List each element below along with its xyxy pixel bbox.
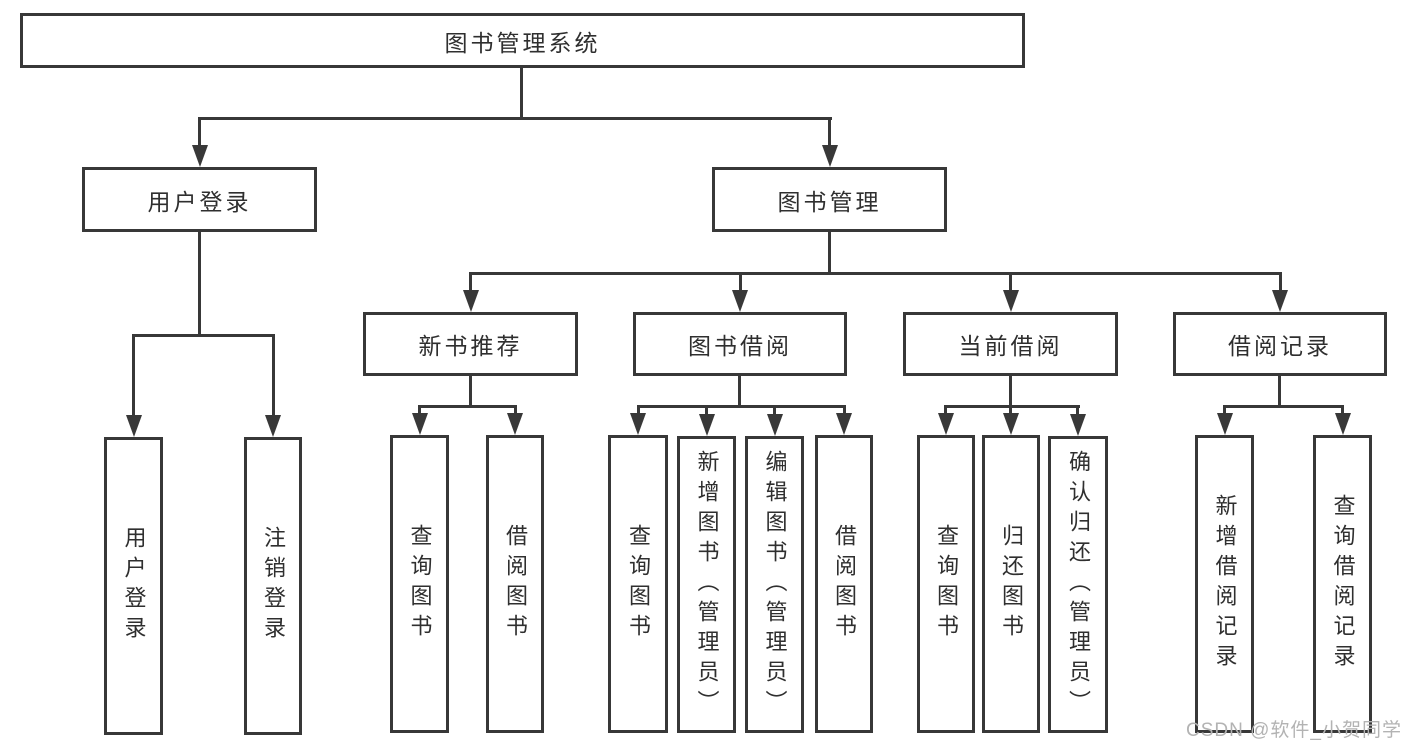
connector-book-mgmt-vertical	[828, 230, 831, 274]
arrowhead-down-icon	[126, 415, 142, 437]
node-bb-edit-book: 编辑图书（管理员）	[745, 436, 804, 733]
connector-drop-user-login	[198, 117, 201, 147]
node-cb-query-book-label: 查询图书	[934, 524, 959, 644]
node-user-login-label: 用户登录	[147, 188, 252, 215]
arrowhead-down-icon	[1217, 413, 1233, 435]
connector-drop-ul-logout	[272, 334, 275, 416]
arrowhead-down-icon	[732, 290, 748, 312]
connector-root-horizontal	[198, 117, 832, 120]
node-cb-return-book-label: 归还图书	[999, 524, 1024, 644]
connector-level3-horizontal	[469, 272, 1281, 275]
arrowhead-down-icon	[412, 413, 428, 435]
connector-drop-br-add	[1223, 405, 1226, 414]
node-bb-borrow-book: 借阅图书	[815, 435, 873, 733]
connector-new-book-rec-horizontal	[418, 405, 517, 408]
connector-drop-cb-query	[944, 405, 947, 414]
node-bb-query-book: 查询图书	[608, 435, 668, 733]
node-cb-confirm-return: 确认归还（管理员）	[1048, 436, 1108, 733]
node-cb-confirm-return-label: 确认归还（管理员）	[1066, 449, 1091, 720]
connector-new-book-rec-vertical	[469, 374, 472, 407]
connector-current-borrow-horizontal	[944, 405, 1080, 408]
connector-root-vertical	[520, 66, 523, 119]
node-book-mgmt: 图书管理	[712, 167, 947, 232]
connector-drop-br-query	[1341, 405, 1344, 414]
node-root-label: 图书管理系统	[444, 29, 601, 56]
arrowhead-down-icon	[630, 413, 646, 435]
node-new-book-rec: 新书推荐	[363, 312, 578, 376]
connector-book-borrow-horizontal	[637, 405, 846, 408]
connector-drop-bb-edit	[773, 405, 776, 415]
connector-drop-book-borrow	[739, 272, 742, 292]
connector-drop-bb-borrow	[843, 405, 846, 414]
connector-book-borrow-vertical	[738, 374, 741, 407]
connector-drop-borrow-record	[1279, 272, 1282, 292]
node-cb-query-book: 查询图书	[917, 435, 975, 733]
connector-drop-bb-add	[705, 405, 708, 415]
arrowhead-down-icon	[463, 290, 479, 312]
node-ul-login: 用户登录	[104, 437, 163, 735]
connector-drop-nb-query	[418, 405, 421, 414]
node-current-borrow-label: 当前借阅	[958, 333, 1063, 359]
arrowhead-down-icon	[767, 414, 783, 436]
connector-drop-nb-borrow	[514, 405, 517, 414]
connector-user-login-vertical	[198, 230, 201, 336]
node-bb-query-book-label: 查询图书	[626, 524, 651, 644]
node-ul-logout: 注销登录	[244, 437, 302, 735]
node-bb-edit-book-label: 编辑图书（管理员）	[762, 449, 788, 720]
node-ul-login-label: 用户登录	[121, 526, 147, 646]
node-new-book-rec-label: 新书推荐	[418, 333, 523, 359]
node-user-login: 用户登录	[82, 167, 317, 232]
connector-borrow-record-vertical	[1278, 374, 1281, 407]
node-bb-borrow-book-label: 借阅图书	[832, 524, 857, 644]
node-br-query-record: 查询借阅记录	[1313, 435, 1372, 733]
node-current-borrow: 当前借阅	[903, 312, 1118, 376]
node-borrow-record: 借阅记录	[1173, 312, 1387, 376]
arrowhead-down-icon	[1003, 290, 1019, 312]
arrowhead-down-icon	[836, 413, 852, 435]
node-br-add-record-label: 新增借阅记录	[1212, 494, 1238, 674]
node-book-borrow: 图书借阅	[633, 312, 847, 376]
connector-borrow-record-horizontal	[1223, 405, 1344, 408]
node-borrow-record-label: 借阅记录	[1228, 333, 1332, 359]
node-root: 图书管理系统	[20, 13, 1025, 68]
arrowhead-down-icon	[192, 145, 208, 167]
node-br-query-record-label: 查询借阅记录	[1330, 494, 1356, 674]
node-book-borrow-label: 图书借阅	[688, 333, 792, 359]
connector-drop-cb-confirm	[1076, 405, 1079, 415]
arrowhead-down-icon	[507, 413, 523, 435]
connector-drop-current-borrow	[1009, 272, 1012, 292]
connector-drop-bb-query	[637, 405, 640, 414]
connector-drop-new-book-rec	[469, 272, 472, 292]
node-book-mgmt-label: 图书管理	[777, 188, 882, 215]
node-nb-borrow-book-label: 借阅图书	[503, 524, 528, 644]
arrowhead-down-icon	[1272, 290, 1288, 312]
arrowhead-down-icon	[265, 415, 281, 437]
node-nb-query-book: 查询图书	[390, 435, 449, 733]
arrowhead-down-icon	[1003, 413, 1019, 435]
node-nb-query-book-label: 查询图书	[407, 524, 433, 644]
arrowhead-down-icon	[938, 413, 954, 435]
node-ul-logout-label: 注销登录	[261, 526, 286, 646]
csdn-watermark: CSDN @软件_小贺同学	[1186, 720, 1402, 741]
connector-drop-cb-return	[1009, 405, 1012, 414]
node-nb-borrow-book: 借阅图书	[486, 435, 544, 733]
arrowhead-down-icon	[1070, 414, 1086, 436]
arrowhead-down-icon	[822, 145, 838, 167]
arrowhead-down-icon	[1335, 413, 1351, 435]
node-br-add-record: 新增借阅记录	[1195, 435, 1254, 733]
node-bb-add-book: 新增图书（管理员）	[677, 436, 736, 733]
connector-drop-ul-login	[132, 334, 135, 416]
connector-current-borrow-vertical	[1009, 374, 1012, 407]
connector-user-login-horizontal	[132, 334, 275, 337]
arrowhead-down-icon	[699, 414, 715, 436]
connector-drop-book-mgmt	[828, 117, 831, 147]
node-bb-add-book-label: 新增图书（管理员）	[694, 449, 720, 720]
node-cb-return-book: 归还图书	[982, 435, 1040, 733]
